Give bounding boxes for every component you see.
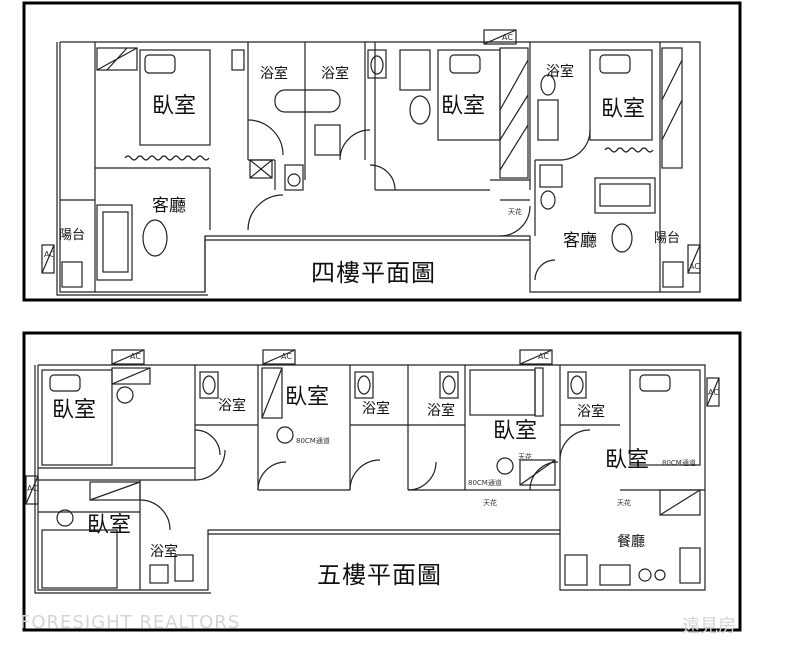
- f4-bedroom-b-label: 臥室: [441, 94, 486, 119]
- f5-bath-b-label: 浴室: [362, 401, 390, 417]
- f5-bath-d-label: 浴室: [577, 404, 605, 420]
- f5-ac-label-5: AC: [708, 388, 719, 397]
- f5-bedroom-c-label: 臥室: [493, 419, 538, 444]
- f4-bath-a-label: 浴室: [260, 66, 288, 82]
- watermark-text: FORESIGHT REALTORS: [20, 612, 241, 633]
- f4-bath-b-label: 浴室: [321, 66, 349, 82]
- watermark-cjk: 遠見房: [682, 616, 736, 637]
- f5-bath-c-label: 浴室: [427, 403, 455, 419]
- floor5-title: 五樓平面圖: [317, 561, 442, 589]
- f5-ceiling-note-2: 天花: [617, 499, 631, 507]
- f4-ac-label-3: AC: [689, 262, 700, 271]
- floor5-frame: [22, 331, 742, 632]
- f4-ceiling-note: 天花: [508, 208, 522, 216]
- f5-ac-label-1: AC: [130, 352, 141, 361]
- f5-ceiling-note-3: 天花: [518, 453, 532, 461]
- f5-ac-label-3: AC: [538, 352, 549, 361]
- f5-bedroom-b-label: 臥室: [285, 385, 330, 410]
- f4-ac-label-2: AC: [44, 250, 55, 259]
- f5-bath-e-label: 浴室: [150, 544, 178, 560]
- f5-bedroom-a-label: 臥室: [52, 398, 97, 423]
- floor5-walls: [25, 349, 720, 594]
- f5-passage-note-1: 80CM通道: [296, 437, 330, 445]
- f5-ac-label-2: AC: [281, 352, 292, 361]
- f4-bedroom-c-label: 臥室: [601, 97, 646, 122]
- floor4-frame: [22, 1, 742, 302]
- f4-living-a-label: 客廳: [152, 196, 186, 216]
- f4-living-b-label: 客廳: [563, 231, 597, 251]
- f4-bath-c-label: 浴室: [546, 64, 574, 80]
- f5-dining-label: 餐廳: [617, 534, 645, 550]
- f5-passage-note-3: 80CM通道: [662, 459, 696, 467]
- f5-ceiling-note-1: 天花: [483, 499, 497, 507]
- f4-bedroom-a-label: 臥室: [152, 94, 197, 119]
- floor4-title: 四樓平面圖: [311, 259, 436, 287]
- f4-ac-label-1: AC: [502, 33, 513, 42]
- f5-bath-a-label: 浴室: [218, 398, 246, 414]
- floor4-walls: [41, 29, 701, 296]
- f5-passage-note-2: 80CM通道: [468, 479, 502, 487]
- f5-bedroom-e-label: 臥室: [87, 513, 132, 538]
- f5-ac-label-4: AC: [27, 484, 38, 493]
- f4-balcony-b-label: 陽台: [654, 231, 681, 246]
- f5-bedroom-d-label: 臥室: [605, 448, 650, 473]
- f4-balcony-a-label: 陽台: [59, 228, 86, 243]
